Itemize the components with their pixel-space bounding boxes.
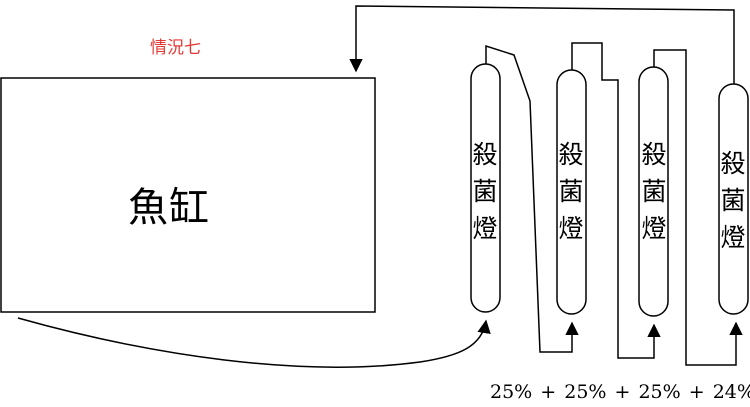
uv-lamp-1-label: 殺 菌 燈 <box>470 136 500 247</box>
flow-lamp-3-to-lamp-4 <box>653 49 743 366</box>
scenario-label: 情況七 <box>150 38 201 58</box>
flow-lamp-2-to-lamp-3 <box>571 42 661 359</box>
uv-lamp-3-char-2: 菌 <box>641 177 667 206</box>
flow-lamp-1-to-lamp-2 <box>485 44 579 353</box>
fish-tank-box <box>0 77 376 313</box>
uv-lamp-4-char-3: 燈 <box>720 223 746 252</box>
uv-lamp-2-char-1: 殺 <box>558 140 584 169</box>
flow-tank-to-lamp-1 <box>17 317 491 368</box>
uv-lamp-3-char-1: 殺 <box>641 140 667 169</box>
uv-lamp-3-char-3: 燈 <box>641 214 667 243</box>
uv-lamp-4-char-1: 殺 <box>720 149 746 178</box>
uv-lamp-4-char-2: 菌 <box>720 186 746 215</box>
uv-lamp-1-char-2: 菌 <box>472 177 498 206</box>
flow-lamp-4-to-tank <box>349 5 735 84</box>
fish-tank-label: 魚缸 <box>128 185 210 231</box>
uv-lamp-4-label: 殺 菌 燈 <box>718 145 748 256</box>
efficiency-formula: 25% + 25% + 25% + 24% <box>490 381 750 403</box>
uv-lamp-1-char-3: 燈 <box>472 214 498 243</box>
uv-lamp-1-char-1: 殺 <box>472 140 498 169</box>
uv-lamp-2-label: 殺 菌 燈 <box>556 136 586 247</box>
uv-lamp-2-char-3: 燈 <box>558 214 584 243</box>
uv-lamp-3-label: 殺 菌 燈 <box>639 136 669 247</box>
uv-lamp-2-char-2: 菌 <box>558 177 584 206</box>
